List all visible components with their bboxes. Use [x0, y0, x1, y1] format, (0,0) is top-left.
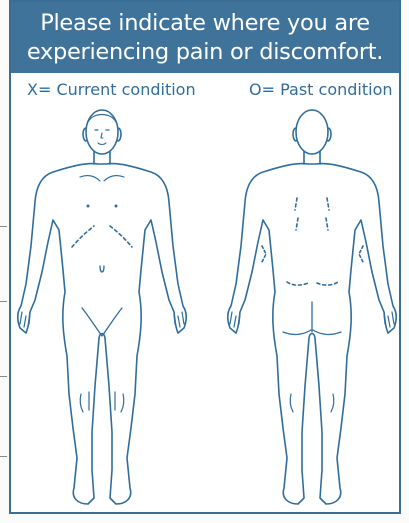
back-body-outline: [228, 164, 396, 504]
back-elbow-right: [359, 246, 363, 262]
back-hip-line-left: [287, 282, 308, 285]
back-shoulderblade-right: [326, 198, 329, 230]
legend-current-condition: X= Current condition: [27, 80, 196, 99]
back-shoulderblade-left: [295, 198, 298, 230]
scan-edge-mark: [0, 456, 7, 457]
legend-past-condition: O= Past condition: [249, 80, 393, 99]
form-header: Please indicate where you are experienci…: [11, 2, 399, 73]
scan-edge-mark: [0, 301, 7, 302]
back-hip-line-right: [317, 282, 338, 285]
back-head: [296, 110, 328, 154]
header-line-2: experiencing pain or discomfort.: [11, 38, 399, 67]
back-elbow-left: [262, 246, 266, 262]
front-groin: [82, 308, 122, 336]
body-back-outline-icon[interactable]: [228, 110, 396, 504]
front-navel: [100, 266, 104, 272]
scan-edge-mark: [0, 226, 7, 227]
front-ribline-right: [110, 226, 132, 247]
body-diagram[interactable]: [11, 106, 399, 512]
front-body-outline: [18, 164, 186, 504]
front-collarbones: [80, 176, 124, 181]
back-knee-right: [331, 394, 334, 412]
front-nipple-left: [87, 205, 90, 208]
legend: X= Current condition O= Past condition: [11, 80, 399, 104]
body-front-outline-icon[interactable]: [18, 110, 186, 504]
pain-location-form: Please indicate where you are experienci…: [9, 0, 401, 514]
front-ribline-left: [72, 226, 94, 247]
front-nipple-right: [115, 205, 118, 208]
header-line-1: Please indicate where you are: [11, 9, 399, 38]
front-knee-right: [115, 392, 124, 412]
scan-edge-mark: [0, 376, 7, 377]
front-knee-left: [80, 392, 89, 412]
back-buttocks: [283, 302, 341, 334]
front-head: [86, 110, 118, 154]
back-knee-left: [290, 394, 293, 412]
